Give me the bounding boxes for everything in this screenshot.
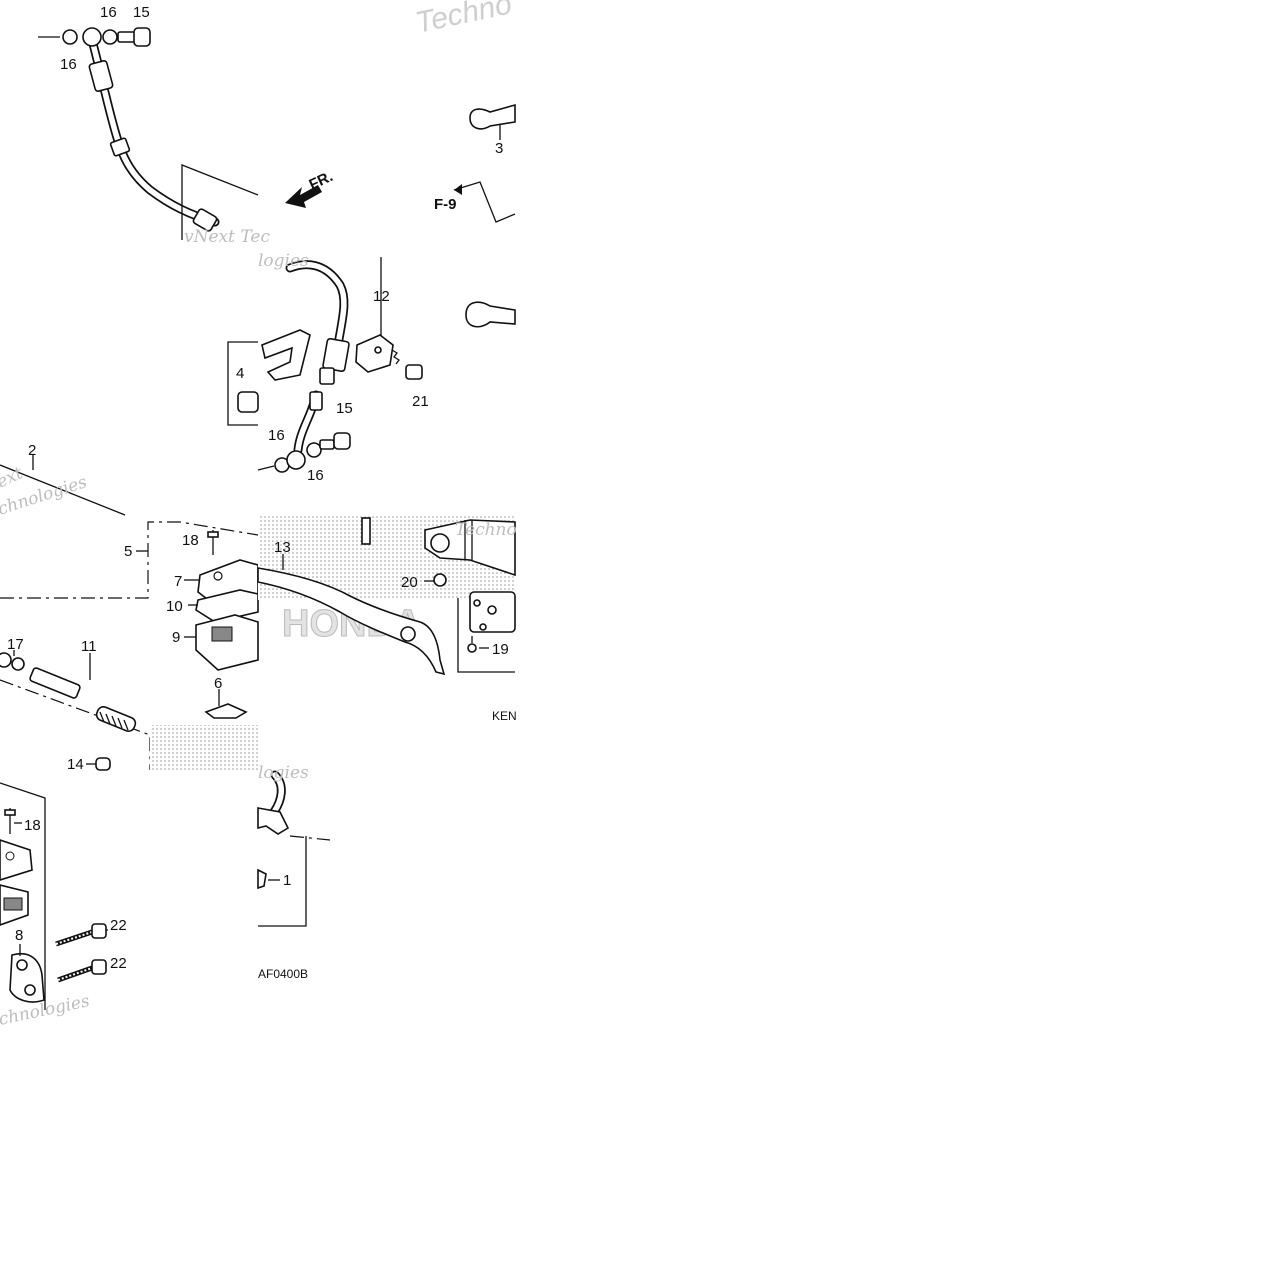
callout-11: 11 [81, 638, 97, 655]
callout-10: 10 [166, 598, 183, 615]
callout-16: 16 [60, 56, 77, 73]
watermark-text: ext [0, 463, 26, 492]
watermark-text: chnologies [0, 991, 92, 1030]
callout-1: 1 [283, 872, 291, 889]
callout-15: 15 [133, 4, 150, 21]
callout-3: 3 [495, 140, 503, 157]
callout-22: 22 [110, 955, 127, 972]
panel-holder-clamp: 18 22 22 8 chnologies [0, 782, 127, 1030]
watermark-text: Techno [455, 520, 517, 540]
callout-16: 16 [307, 467, 324, 484]
callout-2: 2 [28, 442, 36, 459]
watermark-text: logies [258, 251, 309, 271]
front-arrow-icon [285, 185, 322, 208]
callout-4: 4 [236, 365, 244, 382]
callout-21: 21 [412, 393, 429, 410]
callout-18: 18 [182, 532, 199, 549]
front-label: FR. [307, 168, 336, 194]
callout-16: 16 [100, 4, 117, 21]
callout-13: 13 [274, 539, 291, 556]
callout-15: 15 [336, 400, 353, 417]
callout-7: 7 [174, 573, 182, 590]
watermark-text: vNext Tec [184, 227, 270, 247]
callout-14: 14 [67, 756, 84, 773]
callout-19: 19 [492, 641, 509, 658]
callout-8: 8 [15, 927, 23, 944]
callout-22: 22 [110, 917, 127, 934]
drawing-code: AF0400B [258, 967, 308, 981]
callout-16: 16 [268, 427, 285, 444]
panel-lower-hose: FR. F-9 3 12 21 4 [227, 103, 516, 484]
callout-6: 6 [214, 675, 222, 692]
callout-20: 20 [401, 574, 418, 591]
callout-17: 17 [7, 636, 24, 653]
callout-5: 5 [124, 543, 132, 560]
watermark-text: Techno [413, 0, 515, 40]
panel-hose-end: 1 AF0400B logies [257, 763, 331, 981]
panel-brake-lever: HONDA 13 20 19 KEN Techno [257, 515, 517, 723]
callout-9: 9 [172, 629, 180, 646]
callout-12: 12 [373, 288, 390, 305]
panel-master-cylinder: 2 5 18 7 10 9 6 17 11 14 ext chnologies [0, 442, 259, 773]
reference-label: F-9 [434, 196, 457, 213]
callout-18: 18 [24, 817, 41, 834]
watermark-text: logies [258, 763, 309, 783]
drawing-code: KEN [492, 709, 517, 723]
